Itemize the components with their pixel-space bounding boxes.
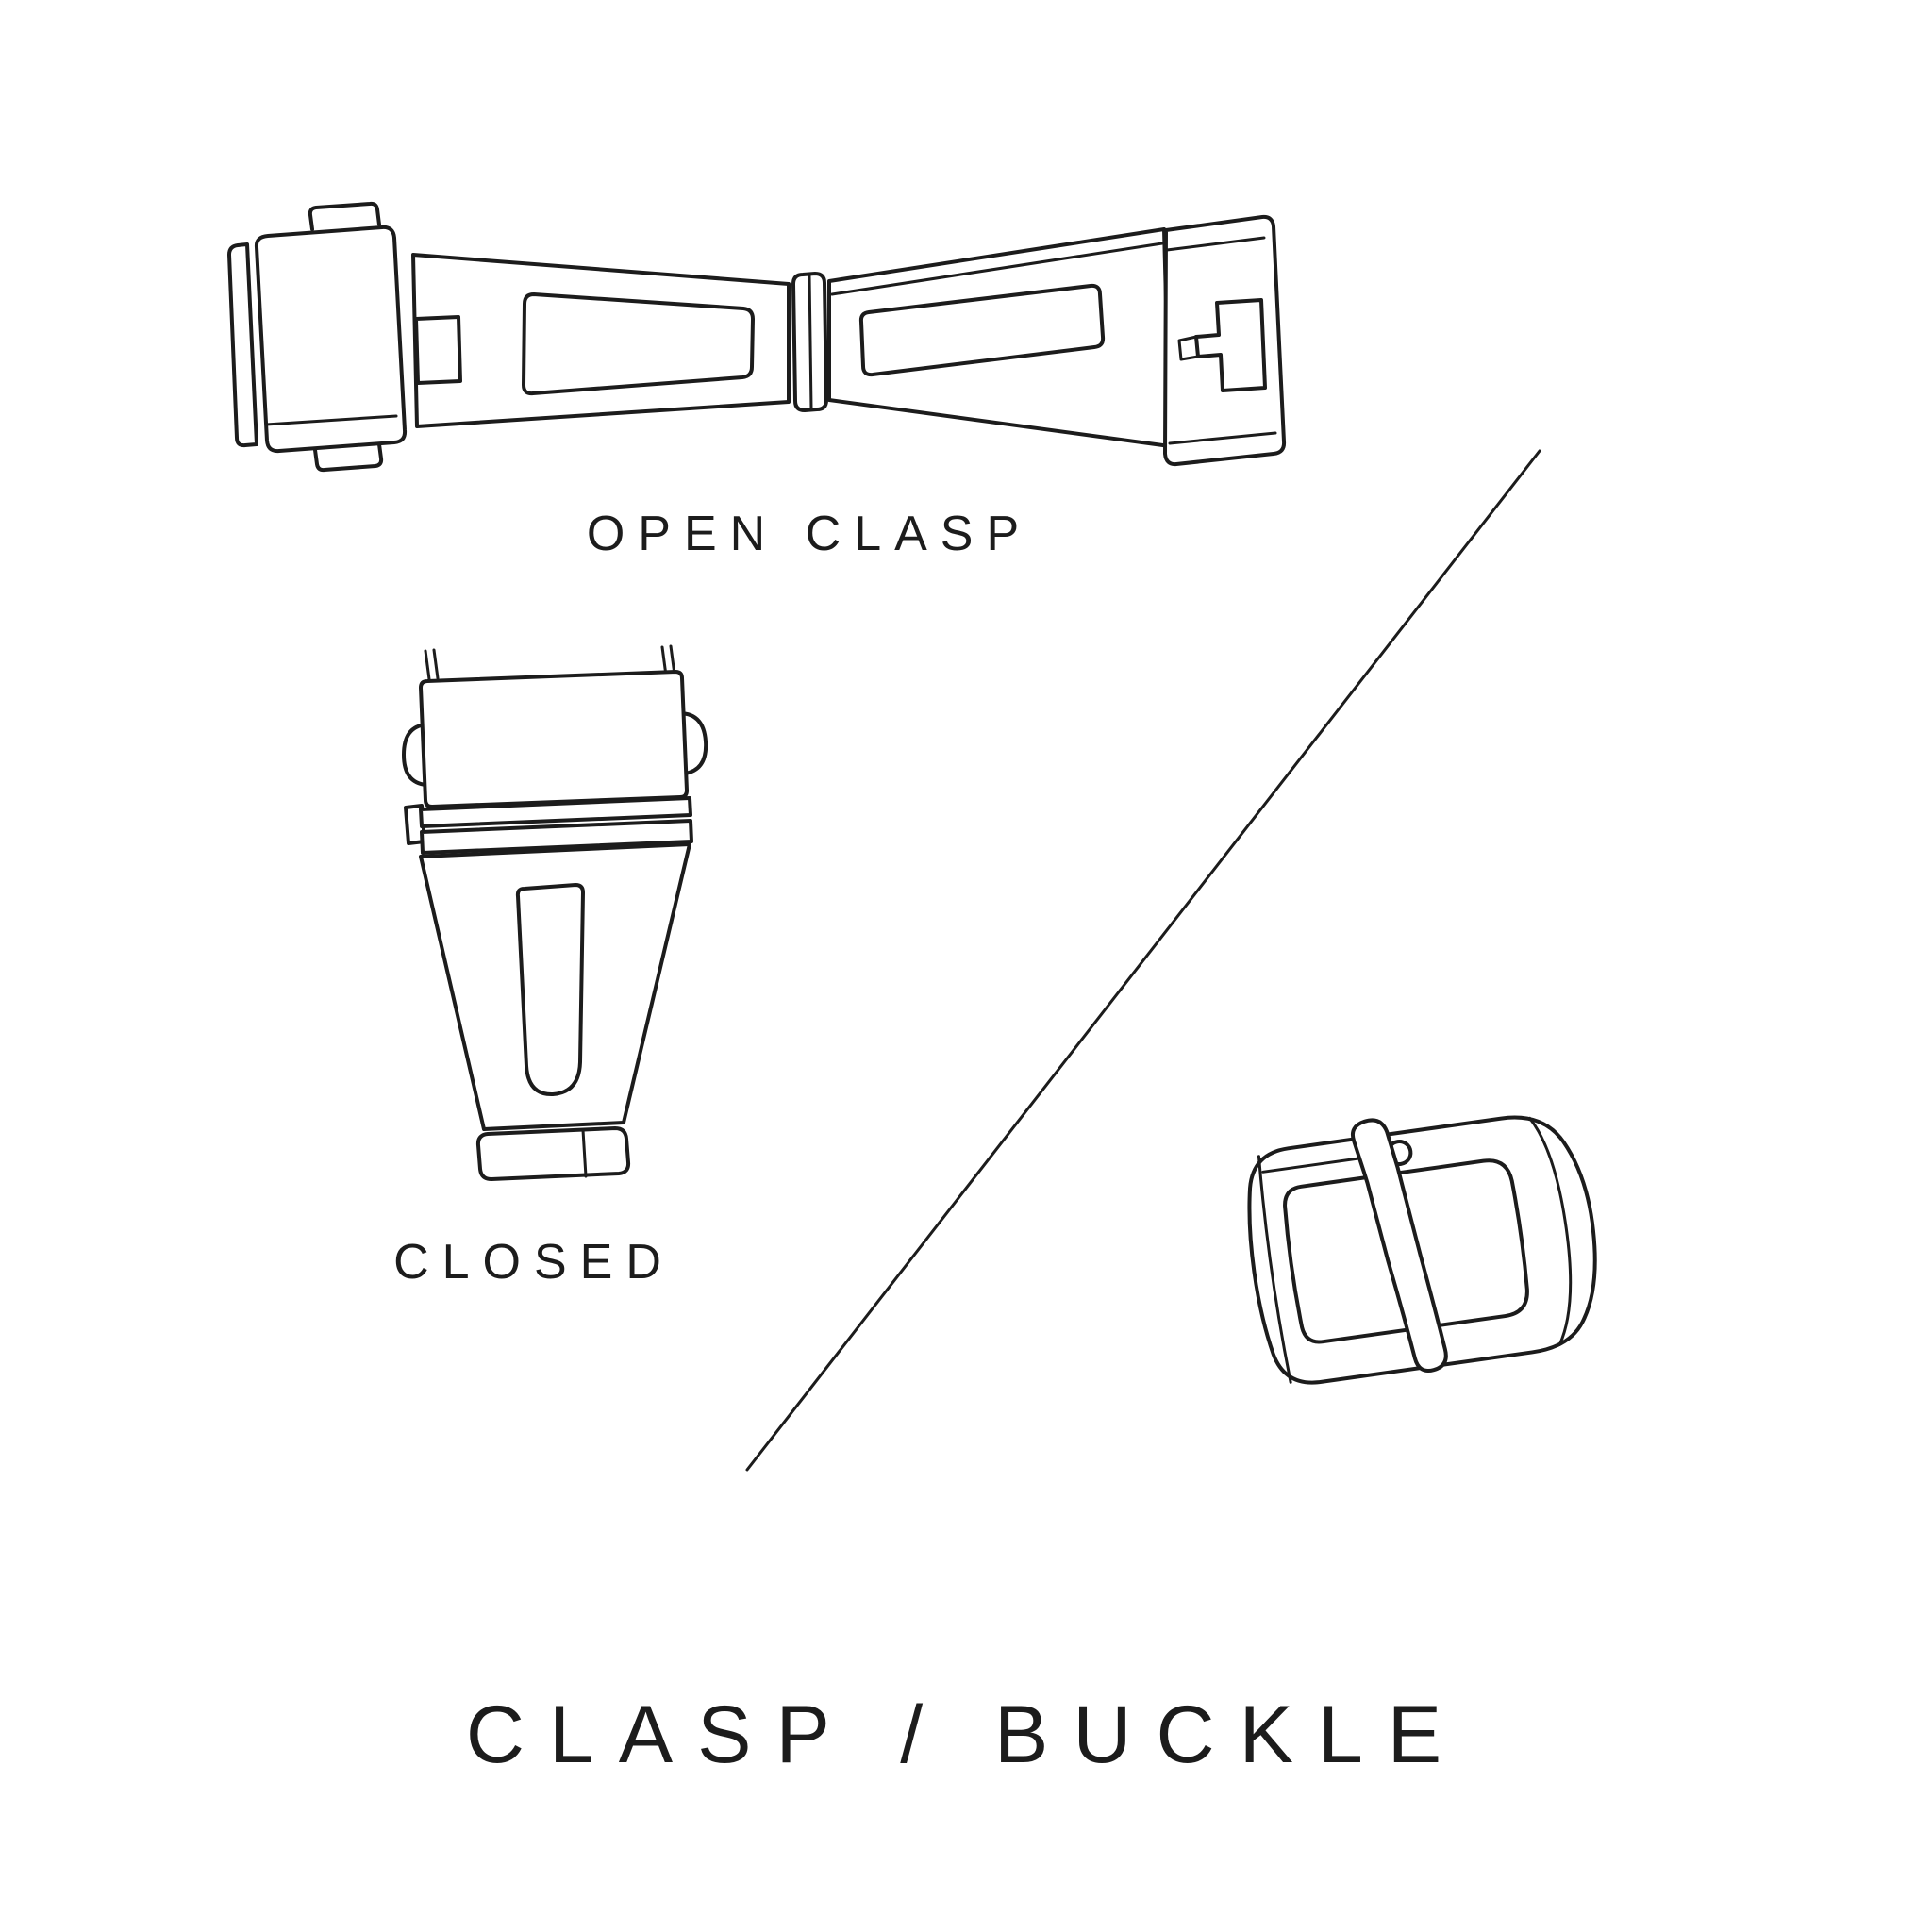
open-clasp-illustration [227,201,1287,473]
open-clasp-right-block-top-step [1165,236,1266,252]
open-clasp-left-window [522,292,755,396]
open-clasp-right-arm-seam [830,242,1164,296]
open-clasp-left-block [254,225,408,454]
diagonal-divider-line [745,449,1541,1472]
page-title: CLASP / BUCKLE [465,1690,1467,1780]
closed-clasp-prong-left [424,649,431,681]
closed-clasp-band-2 [420,819,693,855]
closed-clasp-prong-left2 [432,648,440,680]
open-clasp-right-block-bottom-step [1168,431,1277,445]
closed-clasp-top-block [419,670,689,808]
open-clasp-left-arm [411,253,791,428]
open-clasp-top-tab [308,201,381,231]
open-clasp-left-strip [227,242,258,448]
open-clasp-label: OPEN CLASP [586,507,1033,561]
closed-clasp-foot-line [581,1128,588,1178]
buckle-right-edge-line [1528,1116,1573,1346]
open-clasp-left-block-seam [264,414,398,426]
closed-clasp-illustration [402,644,708,1181]
closed-clasp-prong-right2 [669,644,676,676]
buckle-pin [1350,1118,1448,1373]
open-clasp-hinge-line [808,274,813,410]
buckle-axle [1261,1157,1364,1174]
open-clasp-bottom-tab [313,442,384,473]
closed-clasp-foot [475,1126,631,1181]
closed-clasp-tab-left [402,723,428,787]
open-clasp-right-window [858,283,1106,377]
open-clasp-left-notch [414,315,462,385]
closed-label: CLOSED [393,1235,675,1290]
buckle-left-edge-line [1257,1155,1292,1384]
closed-clasp-body [419,842,691,1131]
open-clasp-right-arm [827,227,1172,448]
buckle-illustration [1247,1115,1597,1385]
open-clasp-hook-tip [1177,335,1200,361]
closed-clasp-slot [515,883,585,1097]
closed-clasp-band-1 [419,796,692,828]
